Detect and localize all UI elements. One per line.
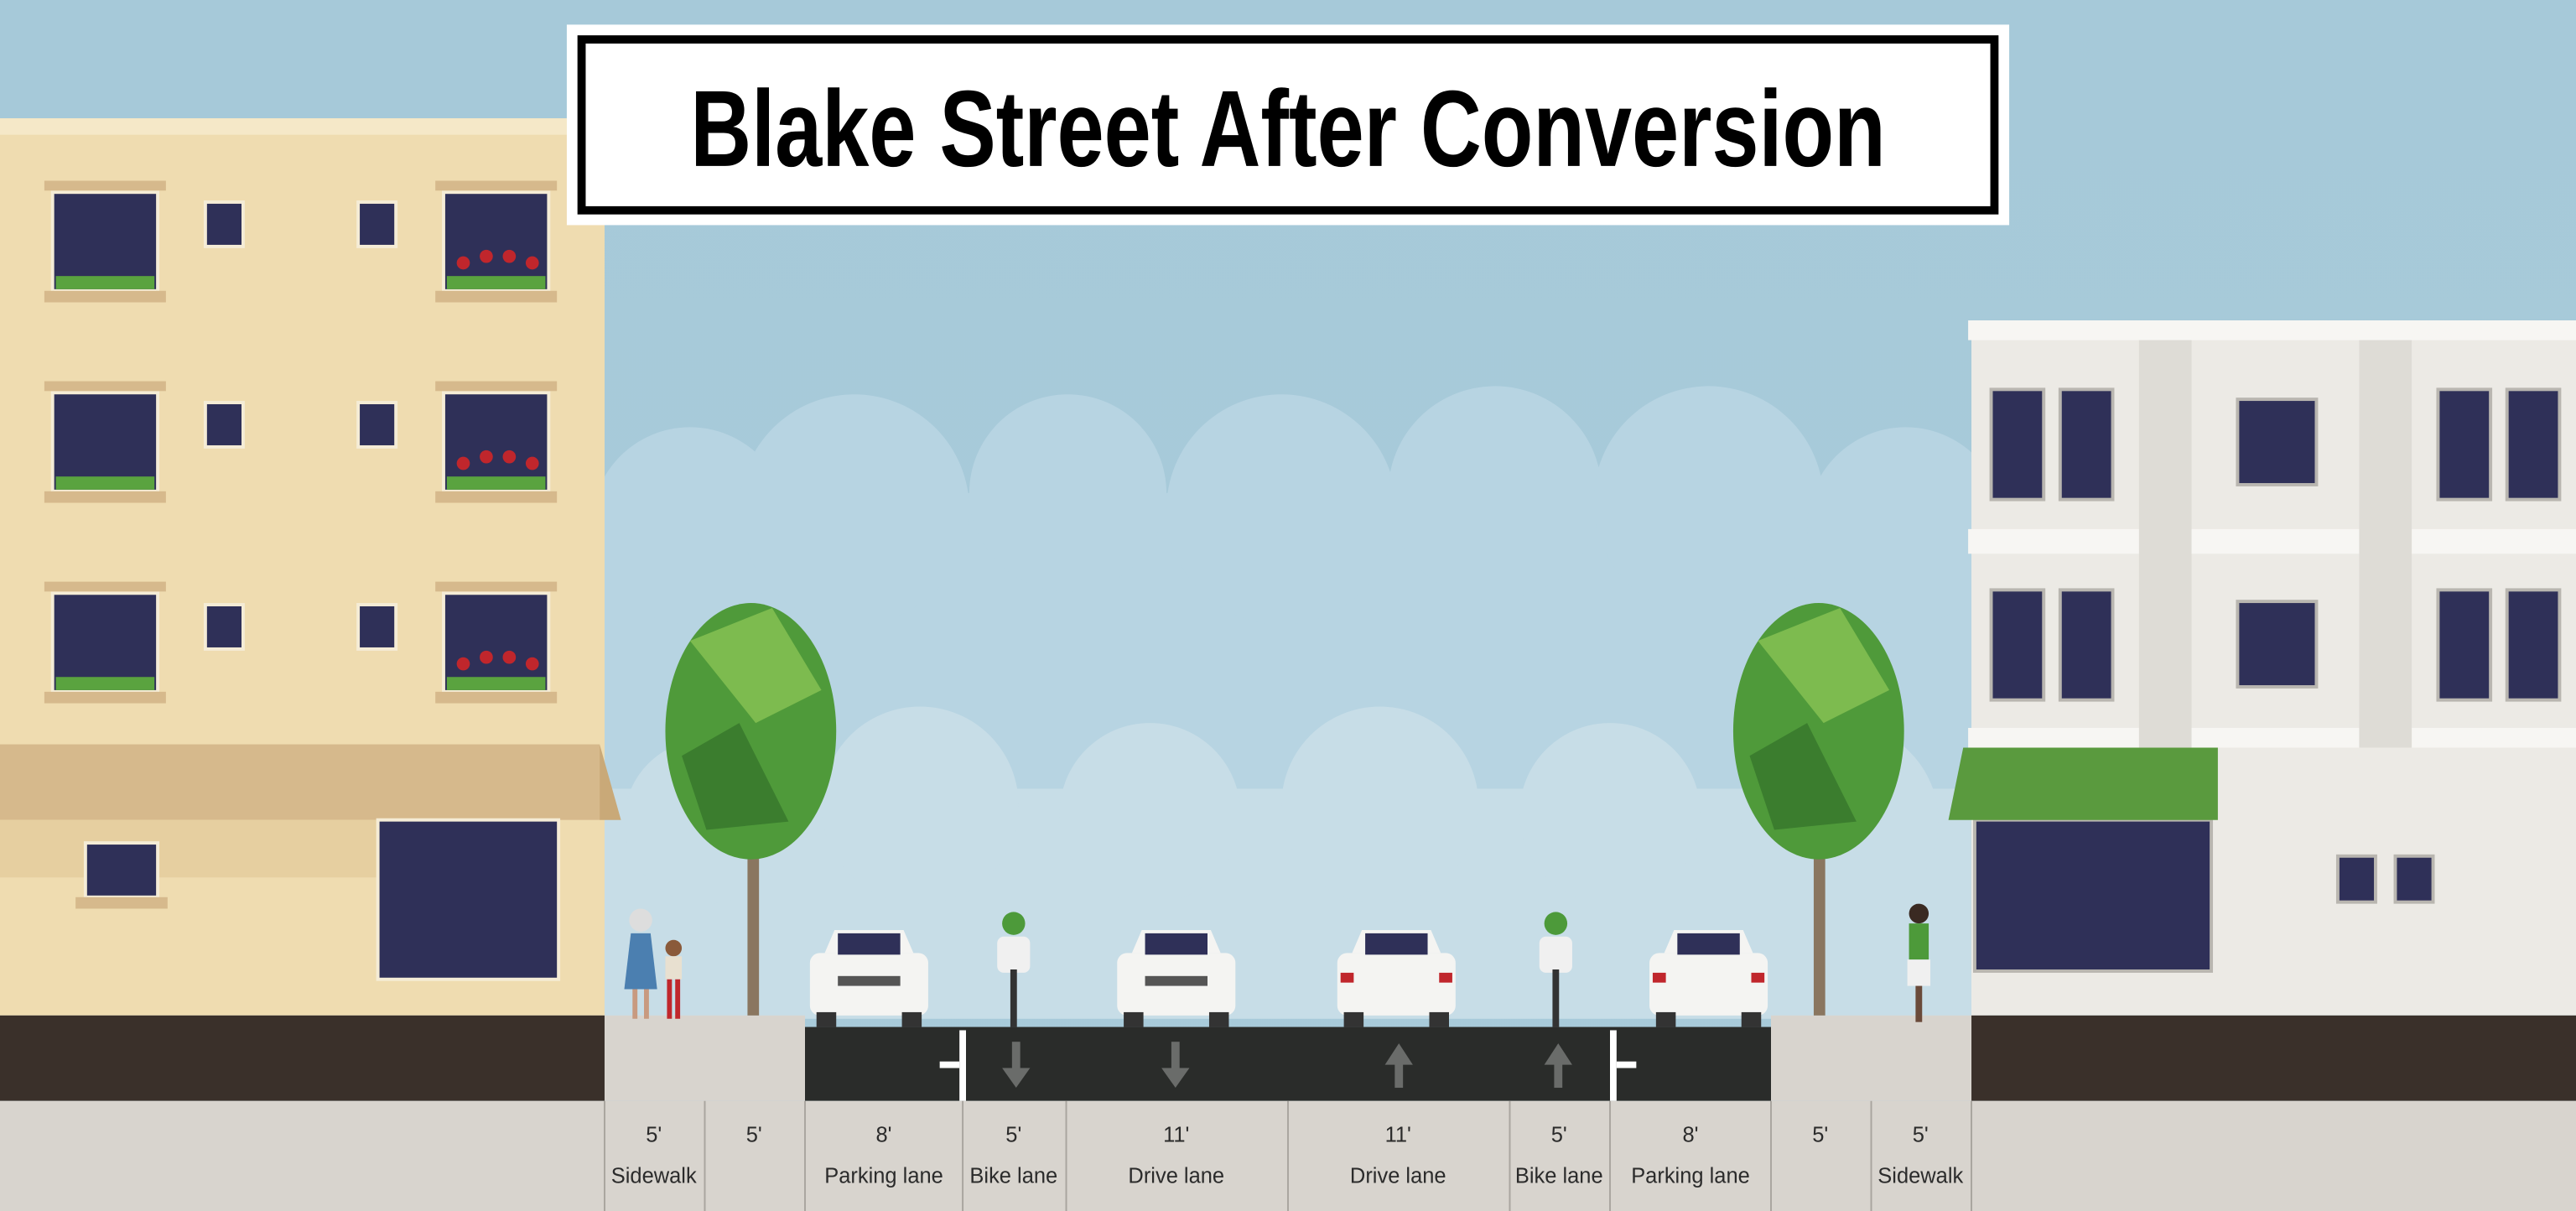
segment-dividers [604, 1100, 1972, 1211]
segment-name: Parking lane [1631, 1165, 1750, 1188]
direction-arrows [1002, 1042, 1572, 1089]
segment-width: 8' [876, 1124, 892, 1147]
segment-width: 11' [1385, 1124, 1411, 1147]
lane-markings [939, 1030, 1637, 1101]
title-sign: Blake Street After Conversion [566, 24, 2010, 226]
segment-width: 11' [1163, 1124, 1189, 1147]
segment-labels: 5' Sidewalk 5' 8' Parking lane 5' Bike l… [611, 1124, 1964, 1188]
left-sidewalk [604, 1015, 805, 1101]
green-awning [1948, 747, 2218, 820]
segment-width: 8' [1682, 1124, 1698, 1147]
segment-width: 5' [1005, 1124, 1021, 1147]
segment-name: Drive lane [1128, 1165, 1224, 1188]
car-parked-right [1649, 929, 1768, 1027]
segment-name: Bike lane [1515, 1165, 1603, 1188]
segment-width: 5' [746, 1124, 762, 1147]
segment-width: 5' [1551, 1124, 1567, 1147]
segment-width: 5' [1812, 1124, 1828, 1147]
pedestrian-adult [624, 908, 657, 1019]
tree-left [665, 603, 837, 1016]
segment-width: 5' [646, 1124, 662, 1147]
left-foundation [0, 1015, 605, 1101]
page-title: Blake Street After Conversion [690, 68, 1885, 190]
right-foundation [1971, 1015, 2576, 1101]
right-sidewalk [1771, 1015, 1972, 1101]
pedestrian-child [665, 939, 683, 1019]
segment-name: Sidewalk [611, 1165, 697, 1188]
car-parked-left [809, 929, 928, 1027]
segment-name: Drive lane [1350, 1165, 1446, 1188]
pedestrian-right [1907, 903, 1931, 1022]
cyclist-right [1539, 912, 1572, 1027]
segment-name: Sidewalk [1877, 1165, 1963, 1188]
segment-name: Parking lane [824, 1165, 943, 1188]
segment-name: Bike lane [969, 1165, 1057, 1188]
left-building [0, 118, 621, 1016]
car-drive-right [1337, 929, 1456, 1027]
tree-right [1732, 603, 1904, 1016]
car-drive-left [1117, 929, 1236, 1027]
cyclist-left [997, 912, 1031, 1027]
segment-width: 5' [1913, 1124, 1929, 1147]
right-building [1948, 320, 2576, 1016]
